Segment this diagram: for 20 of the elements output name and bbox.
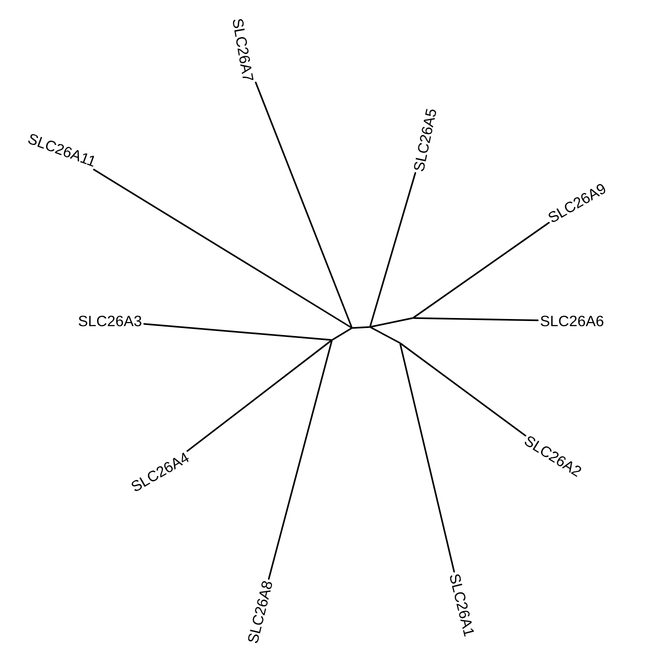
branch-line [143, 323, 332, 341]
leaf-label: SLC26A5 [414, 108, 436, 172]
leaf-label: SLC26A1 [450, 574, 474, 637]
branch-line [254, 82, 352, 328]
branch-line [268, 340, 333, 580]
branch-line [412, 222, 550, 318]
branch-line [93, 168, 352, 328]
leaf-label: SLC26A7 [232, 19, 254, 80]
branch-line [352, 326, 370, 329]
leaf-label: SLC26A8 [248, 581, 272, 644]
branch-line [370, 326, 400, 344]
leaf-label: SLC26A3 [78, 316, 142, 326]
branch-line [332, 328, 352, 340]
branch-line [413, 317, 539, 322]
branch-line [186, 340, 332, 452]
branch-line [369, 172, 416, 327]
branch-line [370, 317, 413, 328]
leaf-label: SLC26A6 [540, 316, 604, 326]
branch-line [399, 343, 455, 573]
branch-line [400, 342, 526, 436]
